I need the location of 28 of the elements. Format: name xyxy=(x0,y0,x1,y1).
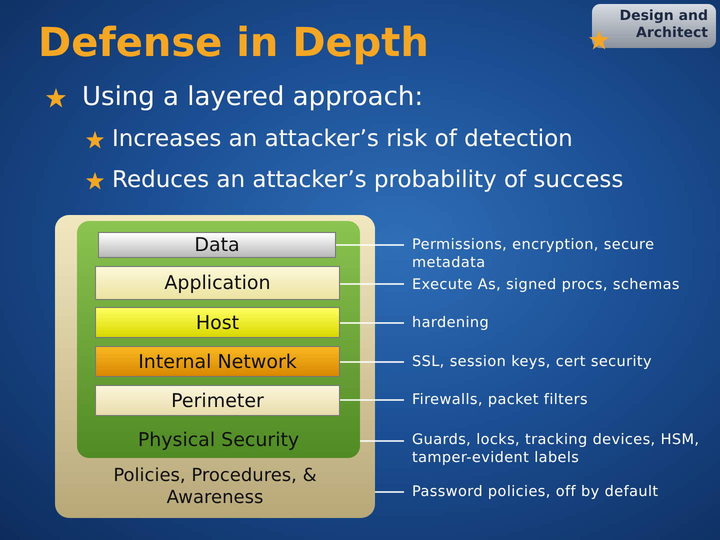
layer-bar: Perimeter xyxy=(95,385,340,416)
layer-label: Physical Security xyxy=(136,429,300,452)
description-text: Password policies, off by default xyxy=(412,483,712,501)
leader-line xyxy=(336,244,404,246)
layer-bar: Host xyxy=(95,307,340,338)
description-text: hardening xyxy=(412,314,712,332)
bullet-text: Reduces an attacker’s probability of success xyxy=(112,167,624,193)
physical-layer-panel xyxy=(77,221,360,458)
outer-layer-panel xyxy=(55,215,375,518)
track-badge: Design and Architect xyxy=(592,4,716,48)
description-text: Permissions, encryption, secure metadata xyxy=(412,236,712,272)
description-text: Guards, locks, tracking devices, HSM, tamper-evident labels xyxy=(412,431,702,467)
leader-line xyxy=(340,399,404,401)
layer-bar: Data xyxy=(98,232,336,258)
leader-line xyxy=(375,491,404,493)
bullet-text: Using a layered approach: xyxy=(82,82,424,112)
slide-title: Defense in Depth xyxy=(38,20,429,66)
description-text: Firewalls, packet filters xyxy=(412,391,712,409)
description-text: Execute As, signed procs, schemas xyxy=(412,276,712,294)
leader-line xyxy=(360,440,404,442)
bullet-text: Increases an attacker’s risk of detection xyxy=(112,126,573,152)
description-text: SSL, session keys, cert security xyxy=(412,353,712,371)
layer-label: Policies, Procedures, & Awareness xyxy=(112,465,318,509)
layer-bar: Application xyxy=(95,266,340,300)
leader-line xyxy=(340,361,404,363)
layer-bar: Internal Network xyxy=(95,346,340,377)
leader-line xyxy=(340,322,404,324)
leader-line xyxy=(340,283,404,285)
